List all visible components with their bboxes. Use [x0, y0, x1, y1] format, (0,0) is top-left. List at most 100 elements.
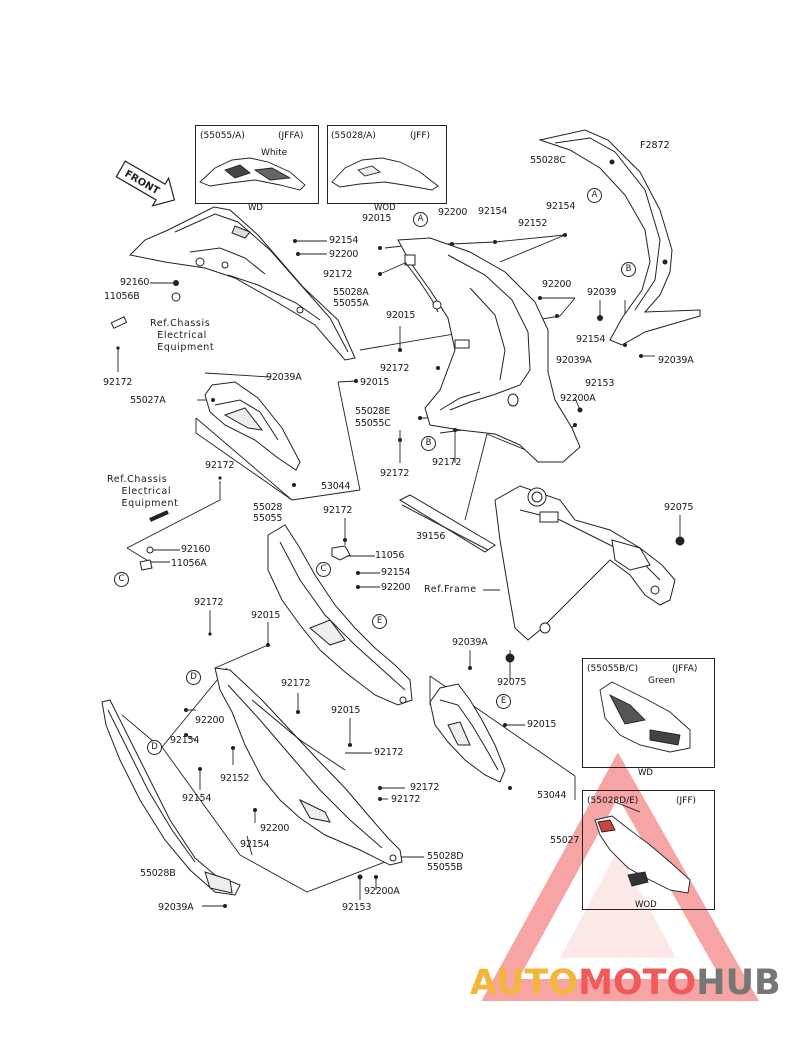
watermark-hub: HUB: [696, 963, 781, 1003]
inset-box-55055A: [195, 125, 319, 204]
ref-frame: Ref.Frame: [424, 584, 477, 595]
inset-tl1-code: (55055/A): [200, 131, 245, 141]
part-label: 92172: [103, 377, 133, 388]
part-label: 92154: [182, 793, 212, 804]
middle-side-cowl: [267, 524, 413, 706]
part-label: 92039: [587, 287, 617, 298]
part-label: 53044: [537, 790, 567, 801]
upper-right-stripe-55028C: [538, 129, 701, 346]
part-label: 92039A: [266, 372, 302, 383]
inset-tl2-cat: (JFF): [410, 131, 431, 141]
ref-chassis-electrical-2: Ref.Chassis Electrical Equipment: [107, 474, 179, 509]
watermark-moto: MOTO: [578, 963, 697, 1003]
group-brackets: [161, 418, 431, 856]
part-label: 92200: [381, 582, 411, 593]
diagram-code: F2872: [640, 140, 670, 151]
part-label: 92172: [391, 794, 421, 805]
tape-39156: [398, 494, 496, 553]
part-label: 55055: [253, 513, 283, 524]
part-label: 92075: [497, 677, 527, 688]
lower-side-cowl: [214, 667, 403, 866]
part-label: 55028C: [530, 155, 566, 166]
part-label: 92154: [546, 201, 576, 212]
bolt-group-left: [110, 280, 181, 350]
part-label: 92172: [380, 468, 410, 479]
part-label: 92172: [380, 363, 410, 374]
part-label: 92200A: [560, 393, 596, 404]
side-panel-55027: [429, 683, 506, 783]
part-label: 92200A: [364, 886, 400, 897]
lower-stripe-55028B: [101, 699, 241, 896]
inset-r1-color: Green: [648, 676, 676, 686]
inset-tl1-color: White: [261, 148, 288, 158]
upper-left-cowl: [128, 206, 356, 361]
part-label: 92154: [478, 206, 508, 217]
part-label: 55028B: [140, 868, 176, 879]
part-label: 55028E: [355, 406, 391, 417]
callout-marker: D: [186, 670, 201, 685]
main-front-cowl: [397, 237, 581, 463]
inset-r2-cat: (JFF): [676, 796, 697, 806]
part-label: 39156: [416, 531, 446, 542]
part-label: 92172: [410, 782, 440, 793]
part-label: 55027A: [130, 395, 166, 406]
callout-marker: C: [114, 572, 129, 587]
part-label: 92172: [323, 269, 353, 280]
part-label: 53044: [321, 481, 351, 492]
part-label: 92154: [329, 235, 359, 246]
small-clips: [139, 510, 685, 663]
part-label: 92200: [260, 823, 290, 834]
part-label: 92160: [181, 544, 211, 555]
part-label: 92152: [518, 218, 548, 229]
part-label: 55027: [550, 835, 580, 846]
part-label: 55028: [253, 502, 283, 513]
part-label: 92075: [664, 502, 694, 513]
part-label: 92172: [281, 678, 311, 689]
callout-marker: A: [413, 212, 428, 227]
part-label: 92200: [438, 207, 468, 218]
inset-tl1-caption: WD: [248, 203, 263, 213]
part-label: 55028D: [427, 851, 464, 862]
part-label: 55055B: [427, 862, 463, 873]
side-panel-55027A: [204, 381, 301, 471]
part-label: 92039A: [556, 355, 592, 366]
callout-marker: B: [621, 262, 636, 277]
part-label: 92015: [386, 310, 416, 321]
inset-tl2-caption: WOD: [374, 203, 396, 213]
part-label: 92153: [585, 378, 615, 389]
part-label: 92152: [220, 773, 250, 784]
watermark-auto: AUTO: [470, 963, 579, 1003]
watermark-text: AUTOMOTOHUB: [470, 963, 781, 1003]
callout-marker: A: [587, 188, 602, 203]
part-label: 92015: [527, 719, 557, 730]
part-label: 92172: [323, 505, 353, 516]
inset-box-55055BC: [582, 658, 715, 768]
part-label: 11056: [375, 550, 405, 561]
part-label: 92172: [205, 460, 235, 471]
fastener-dots: [184, 233, 643, 908]
part-label: 92160: [120, 277, 150, 288]
part-label: 92200: [195, 715, 225, 726]
part-label: 92154: [170, 735, 200, 746]
callout-marker: E: [496, 694, 511, 709]
part-label: 92039A: [658, 355, 694, 366]
part-label: 92015: [360, 377, 390, 388]
part-label: 92154: [240, 839, 270, 850]
ref-chassis-electrical-1: Ref.Chassis Electrical Equipment: [150, 318, 215, 353]
part-label: 92015: [362, 213, 392, 224]
inset-r1-code: (55055B/C): [587, 664, 639, 674]
part-label: 92039A: [158, 902, 194, 913]
frame-reference: [494, 485, 676, 641]
inset-r1-caption: WD: [638, 768, 653, 778]
part-label: 92172: [194, 597, 224, 608]
inset-tl1-cat: (JFFA): [278, 131, 304, 141]
inset-box-55028A: [327, 125, 447, 204]
inset-tl2-code: (55028/A): [331, 131, 376, 141]
part-label: 55055C: [355, 418, 391, 429]
part-label: 11056A: [171, 558, 207, 569]
part-label: 92200: [542, 279, 572, 290]
part-label: 55055A: [333, 298, 369, 309]
inset-r1-cat: (JFFA): [672, 664, 698, 674]
